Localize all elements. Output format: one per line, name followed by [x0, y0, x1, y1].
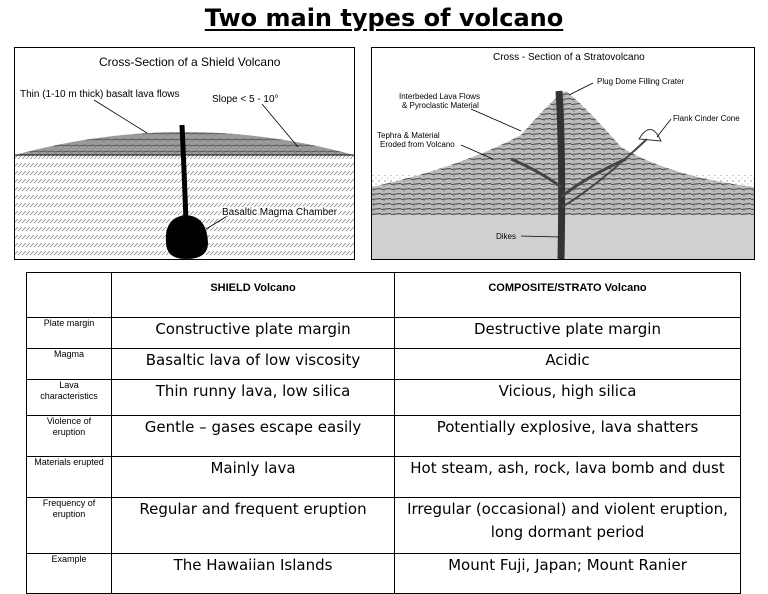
table-row: Frequency of eruption Regular and freque… — [26, 497, 741, 554]
shield-cell: Constructive plate margin — [111, 317, 395, 349]
header-blank — [26, 272, 112, 318]
row-label: Lava characteristics — [26, 379, 112, 416]
row-label: Plate margin — [26, 317, 112, 349]
shield-cell: Regular and frequent eruption — [111, 497, 395, 554]
dikes-label: Dikes — [496, 232, 516, 241]
header-strato: COMPOSITE/STRATO Volcano — [394, 272, 741, 318]
tephra-label-line1: Tephra & Material — [377, 131, 440, 140]
strato-cell: Destructive plate margin — [394, 317, 741, 349]
strato-cell: Potentially explosive, lava shatters — [394, 415, 741, 457]
shield-cell: Mainly lava — [111, 456, 395, 498]
row-label: Example — [26, 553, 112, 594]
table-row: Magma Basaltic lava of low viscosity Aci… — [26, 348, 741, 380]
shield-cell: Thin runny lava, low silica — [111, 379, 395, 416]
strato-cell: Vicious, high silica — [394, 379, 741, 416]
interbedded-label-line1: Interbeded Lava Flows — [399, 92, 480, 101]
stratovolcano-diagram: Cross - Section of a Stratovolcano Plug … — [371, 47, 755, 260]
shield-diagram-title: Cross-Section of a Shield Volcano — [99, 55, 281, 69]
shield-volcano-diagram: Cross-Section of a Shield Volcano Thin (… — [14, 47, 355, 260]
page-title: Two main types of volcano — [204, 4, 564, 32]
magma-chamber-label: Basaltic Magma Chamber — [222, 207, 338, 218]
row-label: Materials erupted — [26, 456, 112, 498]
header-shield: SHIELD Volcano — [111, 272, 395, 318]
strato-cell: Mount Fuji, Japan; Mount Ranier — [394, 553, 741, 594]
comparison-table: SHIELD Volcano COMPOSITE/STRATO Volcano … — [26, 272, 741, 594]
strato-cell: Hot steam, ash, rock, lava bomb and dust — [394, 456, 741, 498]
lava-flows-label: Thin (1-10 m thick) basalt lava flows — [20, 89, 180, 100]
table-row: Example The Hawaiian Islands Mount Fuji,… — [26, 553, 741, 594]
row-label: Violence of eruption — [26, 415, 112, 457]
strato-diagram-title: Cross - Section of a Stratovolcano — [493, 52, 645, 63]
table-row: Violence of eruption Gentle – gases esca… — [26, 415, 741, 457]
tephra-label-line2: Eroded from Volcano — [380, 140, 455, 149]
interbedded-label-line2: & Pyroclastic Material — [402, 101, 479, 110]
shield-cell: Basaltic lava of low viscosity — [111, 348, 395, 380]
shield-cell: The Hawaiian Islands — [111, 553, 395, 594]
table-row: Lava characteristics Thin runny lava, lo… — [26, 379, 741, 416]
row-label: Frequency of eruption — [26, 497, 112, 554]
table-row: Materials erupted Mainly lava Hot steam,… — [26, 456, 741, 498]
table-header-row: SHIELD Volcano COMPOSITE/STRATO Volcano — [26, 272, 741, 318]
shield-cell: Gentle – gases escape easily — [111, 415, 395, 457]
plug-dome-label: Plug Dome Filling Crater — [597, 77, 684, 86]
row-label: Magma — [26, 348, 112, 380]
flank-cone-label: Flank Cinder Cone — [673, 114, 740, 123]
strato-cell: Irregular (occasional) and violent erupt… — [394, 497, 741, 554]
slope-label: Slope < 5 - 10° — [212, 94, 279, 105]
table-row: Plate margin Constructive plate margin D… — [26, 317, 741, 349]
strato-cell: Acidic — [394, 348, 741, 380]
